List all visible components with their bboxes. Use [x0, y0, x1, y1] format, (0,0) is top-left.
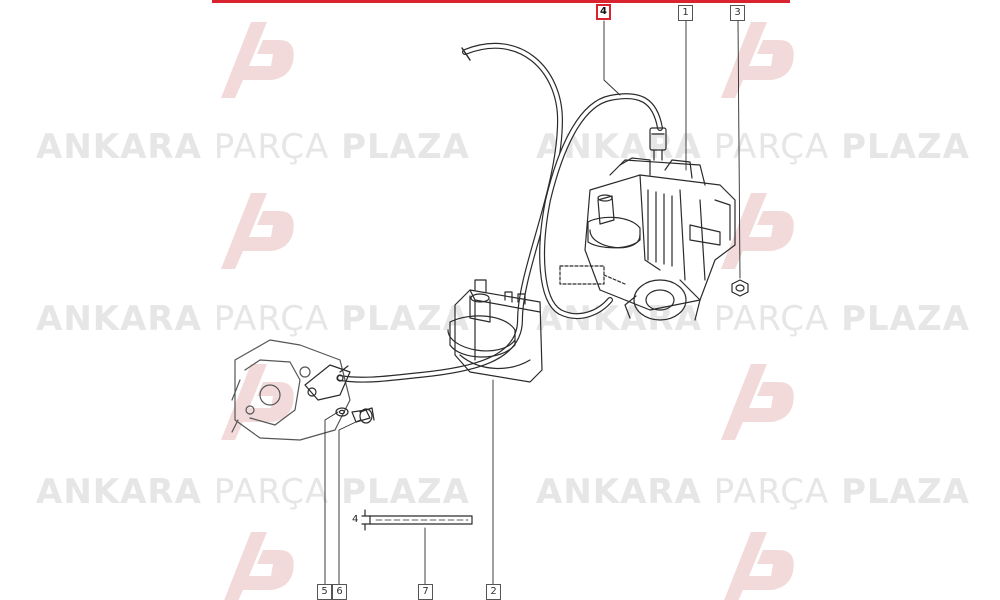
ignition-lead	[337, 43, 563, 383]
watermark-text: ANKARA PARÇA PLAZA	[536, 299, 970, 339]
washer	[335, 407, 349, 417]
gearbox-casing	[231, 339, 351, 441]
dimension-label: 4	[352, 514, 359, 525]
watermark-text: ANKARA PARÇA PLAZA	[36, 127, 470, 167]
watermark-text: ANKARA PARÇA PLAZA	[36, 299, 470, 339]
ap-logo-icon	[224, 532, 294, 600]
callout-2[interactable]: 2	[486, 584, 501, 600]
watermark-text: ANKARA PARÇA PLAZA	[536, 127, 970, 167]
ap-logo-icon	[724, 532, 794, 600]
ap-logo-icon	[721, 364, 794, 440]
bolt	[351, 407, 375, 424]
sensor-bracket	[304, 364, 351, 401]
ap-logo-icon	[721, 193, 794, 269]
header-accent-line	[212, 0, 790, 3]
connector-plug	[649, 127, 667, 161]
leader-lines	[324, 20, 741, 586]
ap-logo-icon	[221, 193, 294, 269]
ap-logo-icon	[221, 22, 294, 98]
ignition-module	[559, 157, 736, 321]
sensor-lead	[539, 93, 663, 320]
nut	[731, 279, 749, 297]
callout-3[interactable]: 3	[730, 5, 745, 21]
callout-5[interactable]: 5	[317, 584, 332, 600]
callout-1[interactable]: 1	[678, 5, 693, 21]
ap-logo-icon	[221, 364, 294, 440]
sleeve	[361, 509, 473, 531]
watermark-text: ANKARA PARÇA PLAZA	[36, 472, 470, 512]
callout-4[interactable]: 4	[596, 4, 611, 20]
callout-6[interactable]: 6	[332, 584, 347, 600]
callout-7[interactable]: 7	[418, 584, 433, 600]
watermark-text: ANKARA PARÇA PLAZA	[536, 472, 970, 512]
ap-logo-icon	[721, 22, 794, 98]
ignition-coil	[447, 279, 543, 383]
